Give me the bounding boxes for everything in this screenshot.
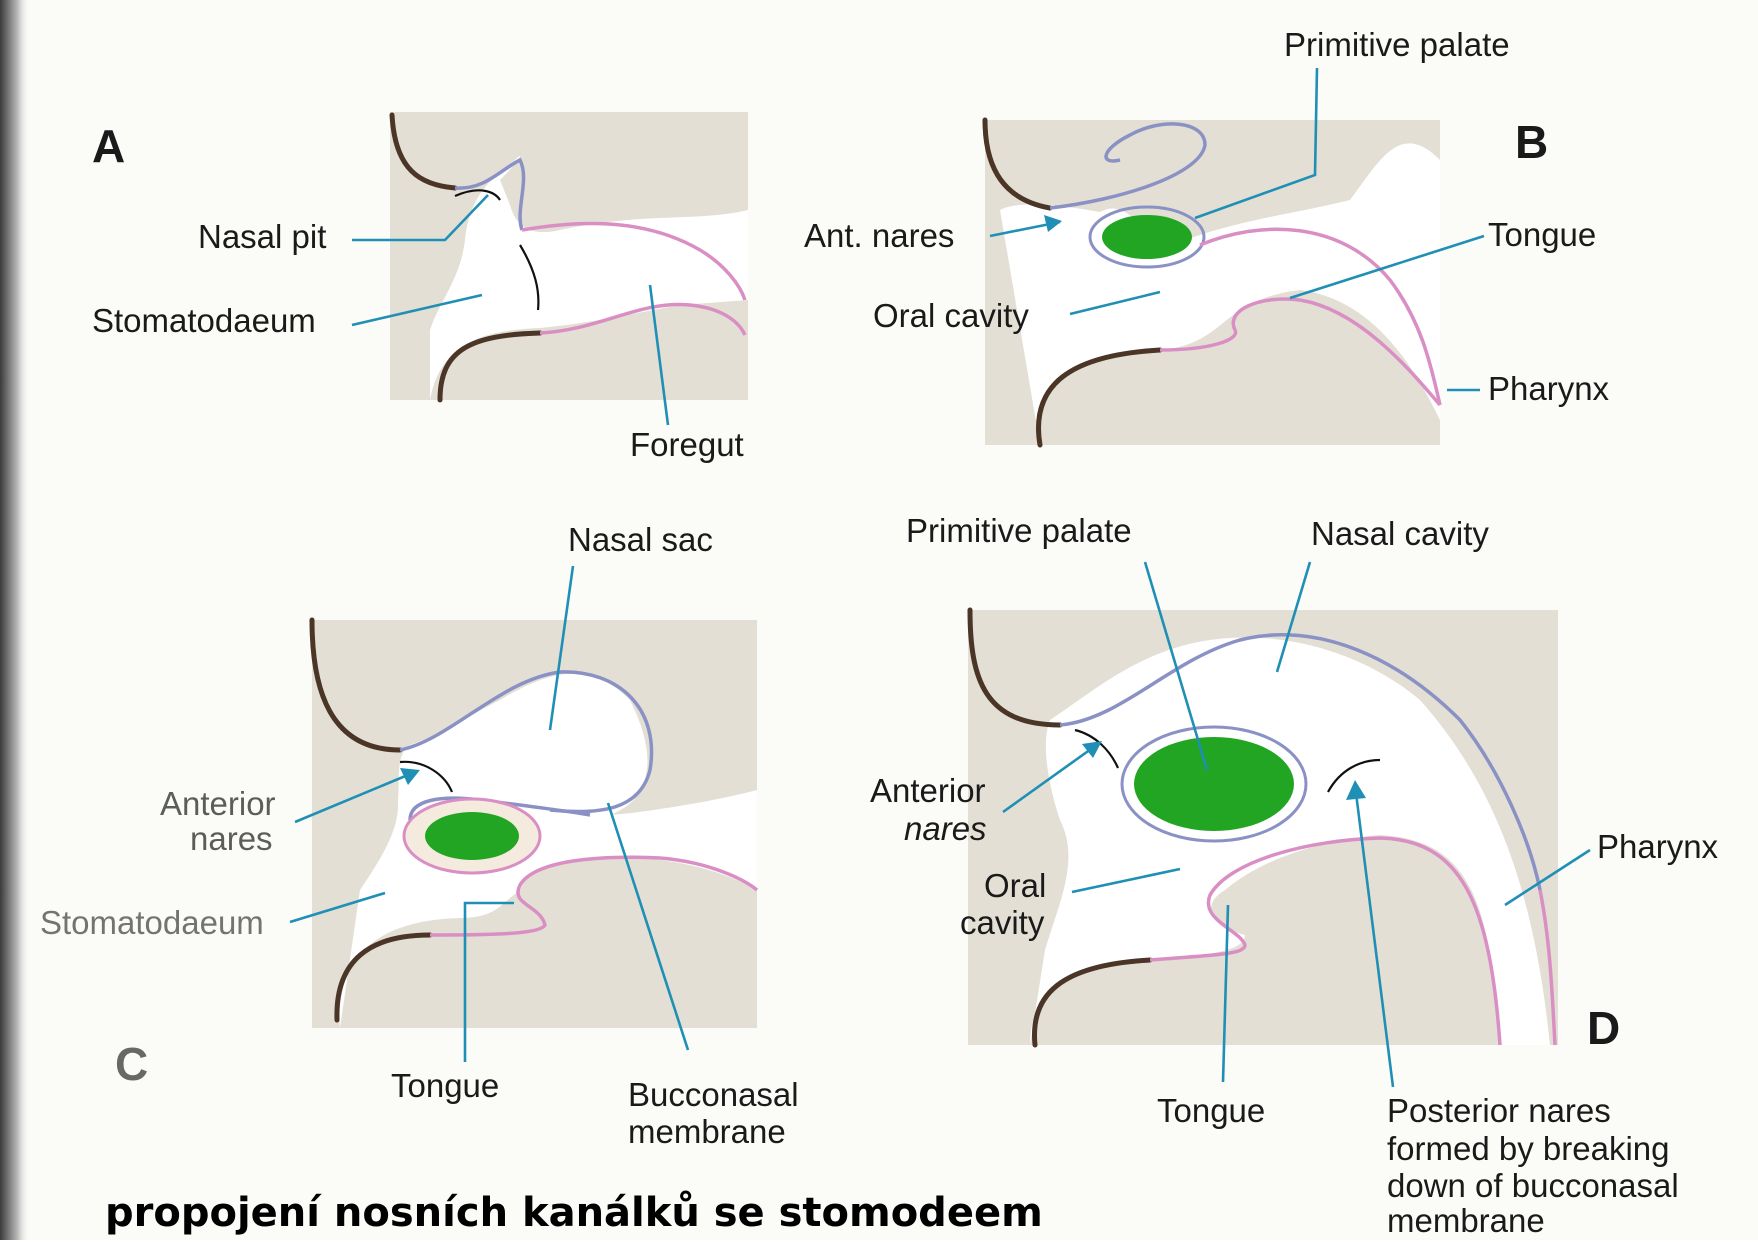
panel-d-primitive-palate <box>1134 737 1294 831</box>
label-anterior-nares-c-1: Anterior <box>160 785 276 822</box>
panel-c-primitive-palate <box>425 812 519 860</box>
panel-b-letter: B <box>1515 116 1548 168</box>
page-edge-shadow <box>0 0 30 1240</box>
label-foregut: Foregut <box>630 426 744 463</box>
panel-a-letter: A <box>92 120 125 172</box>
label-posterior-nares-4: membrane <box>1387 1202 1545 1239</box>
label-oral-cavity-d-1: Oral <box>984 867 1046 904</box>
label-primitive-palate-d: Primitive palate <box>906 512 1132 549</box>
label-nasal-pit: Nasal pit <box>198 218 326 255</box>
label-posterior-nares-3: down of bucconasal <box>1387 1167 1679 1204</box>
caption-text: propojení nosních kanálků se stomodeem <box>105 1189 1043 1236</box>
label-tongue-b: Tongue <box>1488 216 1596 253</box>
label-oral-cavity-d-2: cavity <box>960 904 1045 941</box>
label-ant-nares: Ant. nares <box>804 217 954 254</box>
label-nasal-sac: Nasal sac <box>568 521 713 558</box>
label-posterior-nares-1: Posterior nares <box>1387 1092 1611 1129</box>
label-anterior-nares-c-2: nares <box>190 820 273 857</box>
label-anterior-nares-d-1: Anterior <box>870 772 986 809</box>
panel-c-letter: C <box>115 1038 148 1090</box>
label-stomatodaeum-c: Stomatodaeum <box>40 904 264 941</box>
label-posterior-nares-2: formed by breaking <box>1387 1130 1669 1167</box>
label-anterior-nares-d-2: nares <box>904 810 987 847</box>
label-nasal-cavity: Nasal cavity <box>1311 515 1489 552</box>
label-oral-cavity-b: Oral cavity <box>873 297 1029 334</box>
label-tongue-d: Tongue <box>1157 1092 1265 1129</box>
label-stomatodaeum-a: Stomatodaeum <box>92 302 316 339</box>
label-bucconasal-1: Bucconasal <box>628 1076 799 1113</box>
label-tongue-c: Tongue <box>391 1067 499 1104</box>
panel-b-primitive-palate <box>1102 215 1192 259</box>
label-pharynx-b: Pharynx <box>1488 370 1610 407</box>
panel-d-letter: D <box>1587 1002 1620 1054</box>
label-pharynx-d: Pharynx <box>1597 828 1719 865</box>
label-bucconasal-2: membrane <box>628 1113 786 1150</box>
label-primitive-palate-b: Primitive palate <box>1284 26 1510 63</box>
